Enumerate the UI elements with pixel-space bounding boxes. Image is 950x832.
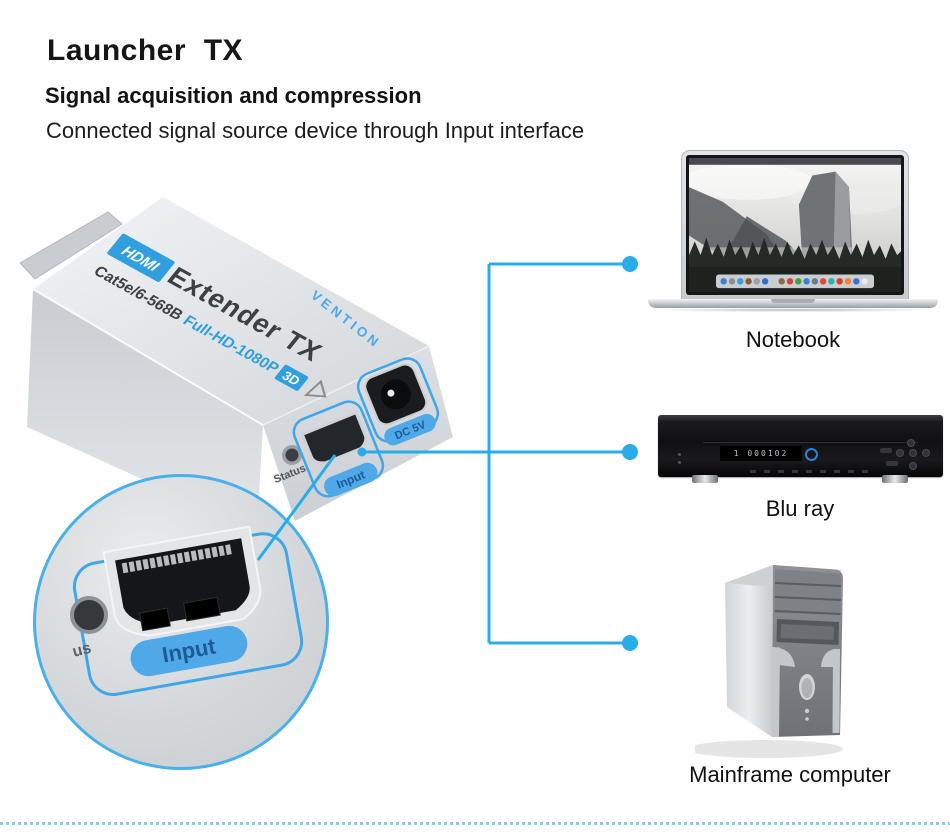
- bluray-indicator-led: [678, 461, 681, 464]
- tower-bay-lines: [774, 582, 842, 615]
- tower-left-shoulder: [779, 648, 795, 667]
- tower-bay-inner: [780, 624, 834, 640]
- mainframe-endpoint-dot: [622, 635, 638, 651]
- notebook-wallpaper: [689, 158, 901, 292]
- bottom-dotted-divider: [0, 822, 950, 825]
- dc-jack-hole: [380, 379, 411, 410]
- tower-side-panel: [725, 565, 773, 737]
- mainframe-label: Mainframe computer: [689, 762, 891, 787]
- dock-icons: [720, 278, 868, 285]
- notebook-shadow: [654, 308, 932, 312]
- device-edge-highlight: [32, 288, 264, 426]
- bluray-button-center: [909, 449, 917, 457]
- badge-3d: [274, 364, 309, 391]
- notebook-notch: [771, 299, 815, 303]
- tower-drive-bays: [774, 569, 841, 615]
- page-subtitle: Signal acquisition and compression: [45, 83, 422, 108]
- hdmi-logo-icon: [107, 233, 175, 282]
- zoom-hdmi-slot-right: [182, 596, 221, 622]
- bluray-indicator-led: [678, 453, 681, 456]
- bluray-logo-icon: [805, 448, 818, 461]
- tower-power-button: [801, 678, 813, 698]
- tower-right-shoulder: [821, 649, 834, 667]
- dc-jack-pin: [387, 389, 395, 397]
- zoomed-input-port: Input us: [70, 525, 304, 696]
- warning-triangle-icon: [303, 379, 327, 398]
- tower-led-dot: [804, 708, 810, 714]
- device-side-face: [27, 289, 263, 531]
- bluray-play-button: [886, 461, 898, 466]
- bluray-foot: [882, 475, 908, 483]
- bluray-tray-groove: [703, 442, 918, 443]
- bluray-button-up: [907, 439, 915, 447]
- dc-jack-group: DC 5V: [356, 357, 440, 446]
- notebook-label: Notebook: [745, 327, 841, 352]
- zoom-status-fragment: us: [71, 640, 94, 661]
- notebook-base: [648, 299, 938, 308]
- bluray-foot: [692, 475, 718, 483]
- bluray-eject-button: [880, 448, 892, 453]
- notebook-endpoint-dot: [622, 256, 638, 272]
- bluray-body: 1 000102: [658, 415, 943, 477]
- zoom-input-pill: [130, 625, 248, 677]
- hdmi-extender-device: HDMI Extender TX Cat5e/6-568B Full-HD-10…: [19, 197, 453, 531]
- bluray-certification-logos: [750, 470, 870, 473]
- zoom-callout-circle: Input us: [33, 474, 329, 770]
- zoom-status-led: [70, 596, 108, 634]
- bluray-label: Blu ray: [765, 496, 835, 521]
- bluray-button-down: [909, 462, 917, 470]
- tower-left-trim: [772, 647, 780, 737]
- badge-3d-text: 3D: [279, 368, 303, 388]
- dc-pill: [384, 413, 436, 446]
- bluray-image: 1 000102: [650, 412, 950, 497]
- notebook-screen: [681, 150, 909, 300]
- tower-right-trim: [832, 649, 840, 733]
- notebook-image: [648, 150, 938, 325]
- zoom-hdmi-slot-left: [139, 607, 171, 632]
- tower-shadow: [695, 740, 843, 758]
- input-pill: [324, 462, 378, 497]
- bluray-button-right: [922, 449, 930, 457]
- bluray-display: 1 000102: [720, 446, 802, 461]
- device-end-flange: [19, 211, 123, 280]
- page-description: Connected signal source device through I…: [46, 118, 585, 143]
- zoom-hdmi-pins: [121, 544, 232, 574]
- bluray-button-left: [896, 449, 904, 457]
- page-title: Launcher TX: [47, 34, 244, 67]
- tower-led-dot: [805, 717, 809, 721]
- notebook-display: [686, 155, 904, 295]
- mainframe-image: [695, 565, 843, 758]
- bluray-endpoint-dot: [622, 444, 638, 460]
